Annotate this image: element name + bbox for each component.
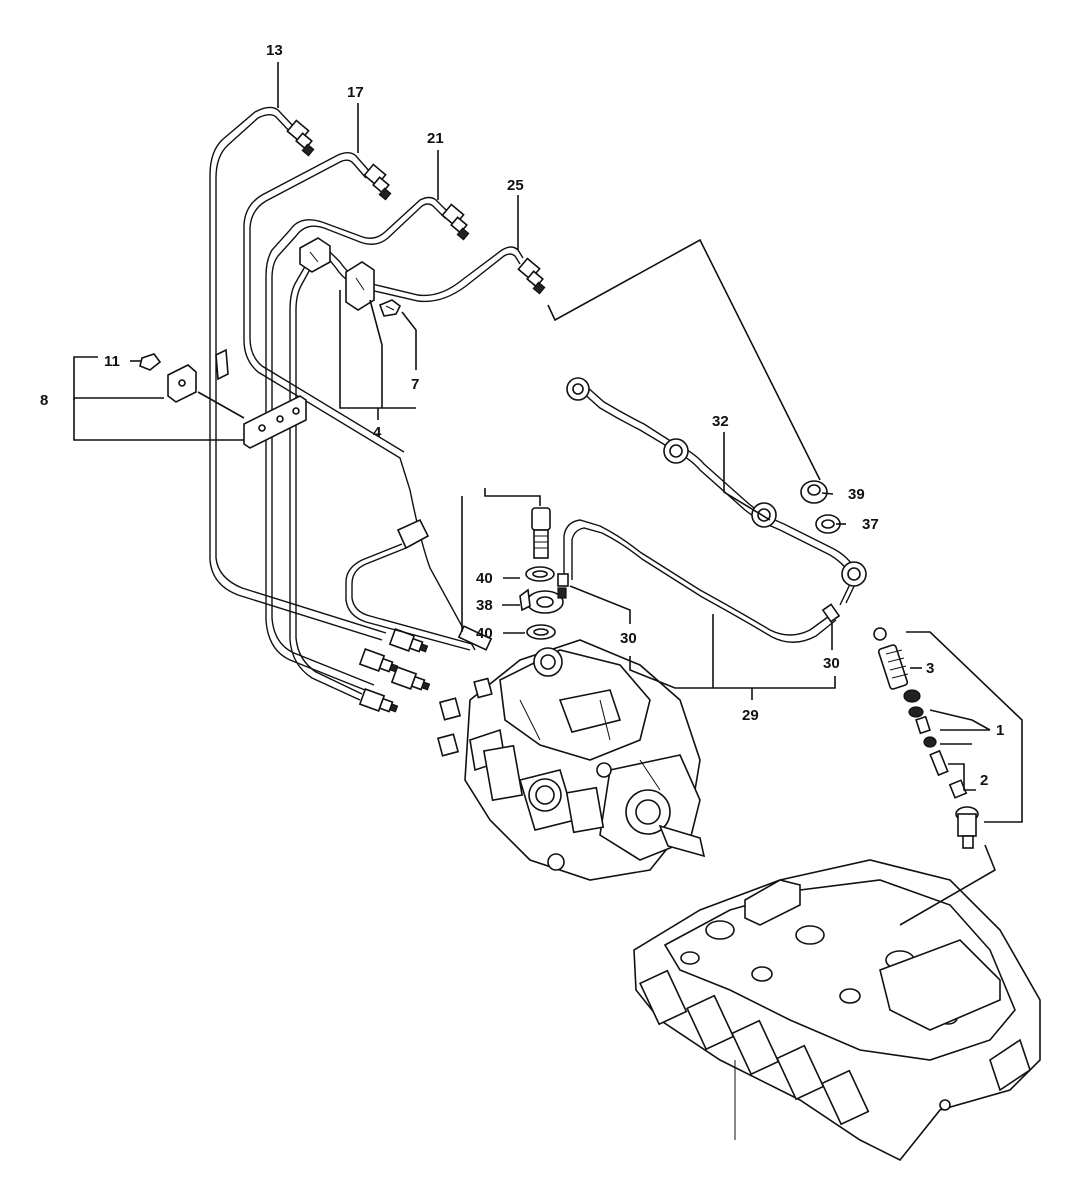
pipe-21-nut: [441, 203, 470, 241]
leader-lines: [73, 62, 1023, 926]
clamp-plate-8: [167, 348, 307, 449]
pipe-17-nut: [363, 163, 392, 201]
callout-30-left: 30: [620, 630, 637, 647]
pipe-25-nut: [517, 257, 546, 295]
return-pipe-29: [563, 519, 841, 643]
pipe-13-nut: [286, 119, 315, 157]
callout-40-lower: 40: [476, 625, 493, 642]
pump-fittings: [436, 625, 493, 757]
banjo-bolt-top: [531, 507, 551, 559]
banjo-ring: [663, 438, 689, 464]
callout-3: 3: [926, 660, 934, 677]
callout-labels: 13 17 21 25 11 8 7 4 32 39 37 40 38 40 3…: [40, 42, 1004, 789]
callout-39: 39: [848, 486, 865, 503]
clamp-bolt-7: [378, 299, 402, 317]
injection-pipe-13: [209, 106, 387, 641]
callout-30-right: 30: [823, 655, 840, 672]
pump-side-pipe-nuts: [358, 628, 431, 713]
injection-pump: [436, 625, 706, 881]
injection-pipe-25: [289, 246, 546, 701]
callout-13: 13: [266, 42, 283, 59]
callout-32: 32: [712, 413, 729, 430]
banjo-fitting-38: [519, 587, 567, 614]
sensor-harness: [345, 518, 473, 651]
washer-37: [815, 514, 841, 534]
callout-29: 29: [742, 707, 759, 724]
banjo-ring: [566, 377, 590, 401]
callout-17: 17: [347, 84, 364, 101]
clamp-bolt-11: [139, 353, 162, 371]
callout-25: 25: [507, 177, 524, 194]
injection-pipe-17: [243, 152, 476, 651]
callout-1: 1: [996, 722, 1004, 739]
injector-nozzle-body: [955, 806, 979, 849]
injector-nozzle-holder-3: [877, 644, 909, 690]
intake-ports: [639, 969, 870, 1126]
washer-40-upper: [525, 566, 555, 582]
callout-8: 8: [40, 392, 48, 409]
callout-37: 37: [862, 516, 879, 533]
cylinder-head: [633, 859, 1041, 1162]
washer-40-lower: [526, 624, 556, 640]
injection-pipe-21: [265, 196, 470, 693]
callout-40-upper: 40: [476, 570, 493, 587]
injector-assembly: [873, 627, 979, 849]
pipe-clamp-4: [299, 237, 375, 311]
callout-4: 4: [373, 424, 382, 441]
banjo-ring: [841, 561, 867, 587]
banjo-ring: [751, 502, 777, 528]
callout-11: 11: [104, 353, 120, 370]
callout-2: 2: [980, 772, 988, 789]
nut-39: [800, 480, 828, 504]
leak-off-pipe-32: [566, 377, 867, 606]
callout-38: 38: [476, 597, 493, 614]
overflow-valve-30: [557, 573, 569, 587]
callout-7: 7: [411, 376, 419, 393]
callout-21: 21: [427, 130, 444, 147]
